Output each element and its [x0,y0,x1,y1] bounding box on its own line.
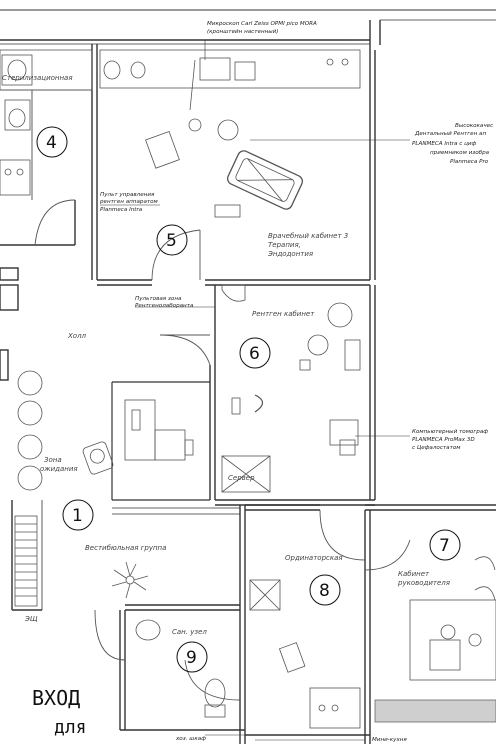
entrance-label-line2: для [54,717,87,738]
room-number-9: 9 [186,648,197,668]
note-xray-unit-line2: Дентальный Рентген ап [414,131,486,137]
note-tomograph-line1: Компьютерный томограф [412,429,488,435]
room-5-circle [156,224,188,256]
plant [111,561,149,599]
room-number-circles [36,126,461,673]
label-wc: Сан. узел [172,628,207,636]
room-number-7: 7 [439,536,450,556]
entrance-label-line1: ВХОД [32,686,80,710]
label-cabinet-3-line3: Эндодонтия [267,250,313,258]
note-xray-unit-line5: Planmeca Pro [450,159,489,165]
label-waiting-line1: Зона [44,456,62,464]
leader-lines [100,39,410,741]
doors [34,199,411,701]
room-9-circle [176,641,208,673]
label-staff: Ординаторская [285,554,343,562]
furniture [0,49,496,729]
label-electrical: ЭЩ [24,615,38,623]
label-director-line2: руководителя [397,579,450,587]
label-mini-kitchen: Мини-кухня [372,737,407,743]
room-6-circle [239,337,271,369]
note-tomograph-line2: PLANMECA ProMax 3D [412,437,475,443]
note-microscope-line2: (кронштейн настенный) [207,29,279,35]
walls [0,9,496,744]
note-xray-unit-line4: приемником изобра [430,150,490,156]
room-number-5: 5 [166,231,177,251]
room-number-4: 4 [46,133,57,153]
room-1-circle [62,499,94,531]
label-xray: Рентген кабинет [252,310,315,318]
label-director-line1: Кабинет [398,570,430,578]
label-server: Сервер [228,474,255,482]
label-vestibule: Вестибюльная группа [85,544,166,552]
note-control-panel-line3: Planmeca Intra [100,207,143,213]
room-number-8: 8 [319,581,330,601]
note-control-panel-line2: рентген аппаратом [99,199,159,205]
note-remote-zone-line1: Пультовая зона [135,296,182,302]
room-number-1: 1 [72,506,83,526]
room-8-circle [309,574,341,606]
room-4-circle [36,126,68,158]
room-7-circle [429,529,461,561]
label-cabinet-3-line1: Врачебный кабинет 3 [268,232,348,240]
note-tomograph-line3: с Цефалостатом [412,445,461,451]
label-sterilization: Стерилизационная [2,74,73,82]
room-number-6: 6 [249,344,260,364]
note-xray-unit-line1: Высококачес [455,123,493,129]
stairs [14,515,38,607]
note-xray-unit-line3: PLANMECA Intra с циф [412,141,477,147]
note-control-panel-line1: Пульт управления [100,192,155,198]
note-microscope-line1: Микроскоп Carl Zeiss OPMI pico MORA [207,21,317,27]
label-cabinet-3-line2: Терапия, [268,241,301,249]
note-remote-zone-line2: Рентгенолаборанта [135,303,194,309]
label-hall: Холл [67,332,87,340]
label-waiting-line2: ожидания [40,465,78,473]
label-storage: хоз. шкаф [175,736,206,742]
